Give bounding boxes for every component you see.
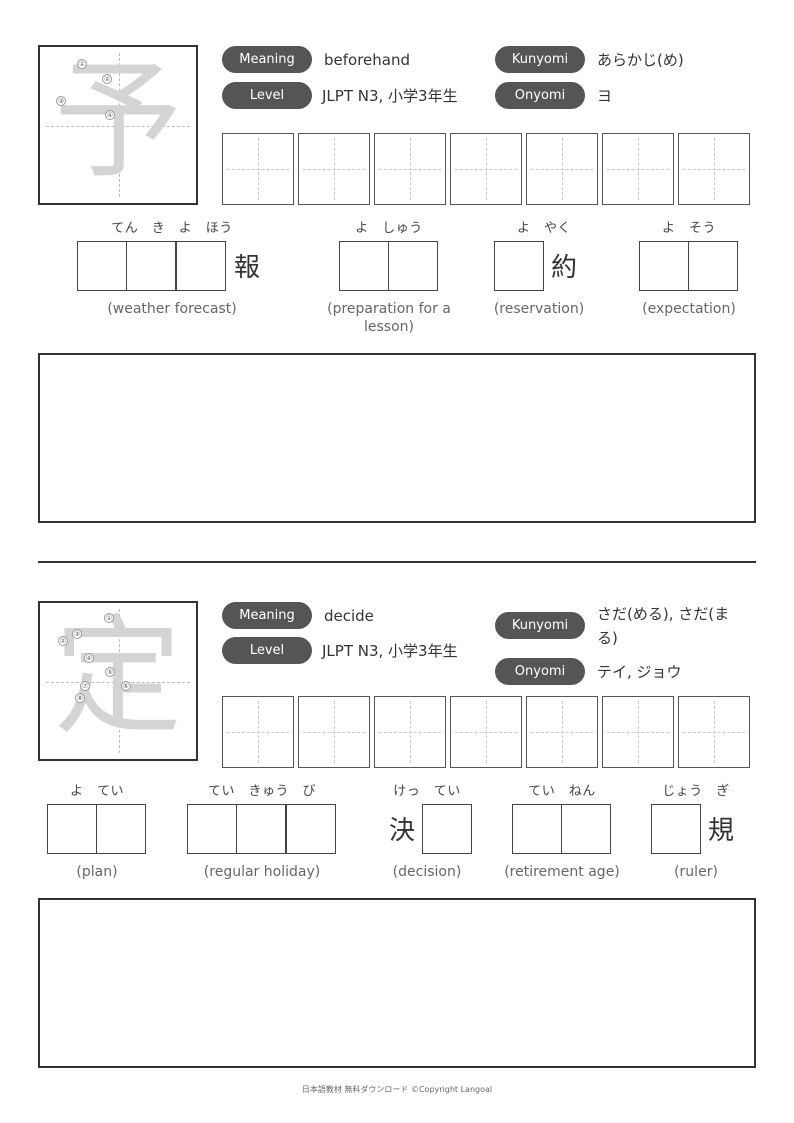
vocab-gloss: (ruler) [674,864,718,880]
note-area[interactable] [38,353,756,523]
practice-cell[interactable] [678,696,750,768]
furigana: よ やく [516,221,571,236]
onyomi-label: Onyomi [495,658,585,685]
given-kanji: 決 [388,816,415,846]
furigana: よ てい [69,784,124,799]
practice-cell[interactable] [222,133,294,205]
kunyomi-label: Kunyomi [495,46,585,73]
practice-cell[interactable] [222,696,294,768]
practice-cell[interactable] [298,696,370,768]
vocab-gloss: (reservation) [493,301,585,317]
furigana: けっ てい [393,784,461,799]
level-label: Level [222,82,312,109]
meaning-label: Meaning [222,46,312,73]
write-box[interactable] [494,241,544,291]
furigana: よ そう [661,221,716,236]
vocab-gloss: (retirement age) [504,864,620,880]
kanji-character: 予 [53,47,182,196]
write-box[interactable] [388,241,438,291]
stroke-number: ⑦ [80,681,90,691]
level-value: JLPT N3, 小学3年生 [322,87,458,105]
write-box[interactable] [688,241,738,291]
given-kanji: 規 [707,816,734,846]
level-label: Level [222,637,312,664]
practice-cell[interactable] [602,133,674,205]
onyomi-value: テイ, ジョウ [597,663,682,681]
stroke-number: ⑧ [75,693,85,703]
onyomi-value: ヨ [597,87,613,105]
practice-cell[interactable] [526,696,598,768]
stroke-number: ④ [105,110,115,120]
write-box[interactable] [639,241,689,291]
write-box[interactable] [126,241,176,291]
stroke-number: ③ [56,96,66,106]
write-box[interactable] [339,241,389,291]
kunyomi-label: Kunyomi [495,612,585,639]
practice-cell[interactable] [374,696,446,768]
kunyomi-value: あらかじ(め) [597,51,684,69]
practice-cell[interactable] [374,133,446,205]
vocab-gloss: (regular holiday) [203,864,321,880]
kunyomi-value: さだ(める), さだ(まる) [597,605,730,647]
level-value: JLPT N3, 小学3年生 [322,642,458,660]
practice-cell[interactable] [450,696,522,768]
vocab-gloss: (decision) [392,864,462,880]
vocab-gloss: (preparation for a lesson) [327,301,451,335]
kanji-stroke-diagram: 予 ① ② ③ ④ [38,45,198,205]
onyomi-label: Onyomi [495,82,585,109]
meaning-value: decide [324,607,374,625]
practice-cell[interactable] [298,133,370,205]
stroke-number: ② [58,636,68,646]
stroke-number: ⑤ [105,667,115,677]
stroke-number: ① [104,613,114,623]
practice-cell[interactable] [678,133,750,205]
write-box[interactable] [236,804,286,854]
write-box[interactable] [512,804,562,854]
write-box[interactable] [422,804,472,854]
furigana: てい きゅう び [207,784,316,799]
furigana: よ しゅう [355,221,423,236]
furigana: じょう ぎ [662,784,730,799]
stroke-number: ⑥ [121,681,131,691]
furigana: てい ねん [528,784,596,799]
kanji-stroke-diagram: 定 ① ② ③ ④ ⑤ ⑥ ⑦ ⑧ [38,601,198,761]
write-box[interactable] [286,804,336,854]
vocab-gloss: (expectation) [642,301,736,317]
write-box[interactable] [47,804,97,854]
kanji-character: 定 [53,603,182,752]
practice-cell[interactable] [450,133,522,205]
vocab-gloss: (plan) [76,864,118,880]
meaning-label: Meaning [222,602,312,629]
practice-cell[interactable] [602,696,674,768]
stroke-number: ① [77,59,87,69]
given-kanji: 報 [233,253,260,283]
stroke-number: ④ [84,653,94,663]
write-box[interactable] [651,804,701,854]
write-box[interactable] [176,241,226,291]
note-area[interactable] [38,898,756,1068]
given-kanji: 約 [550,253,577,283]
stroke-number: ③ [72,629,82,639]
write-box[interactable] [77,241,127,291]
write-box[interactable] [187,804,237,854]
footer-copyright: 日本語教材 無料ダウンロード ©Copyright Langoal [301,1085,493,1094]
write-box[interactable] [96,804,146,854]
meaning-value: beforehand [324,51,411,69]
furigana: てん き よ ほう [111,221,233,236]
vocab-gloss: (weather forecast) [107,301,237,317]
section-divider [38,561,756,563]
write-box[interactable] [561,804,611,854]
stroke-number: ② [102,74,112,84]
practice-cell[interactable] [526,133,598,205]
